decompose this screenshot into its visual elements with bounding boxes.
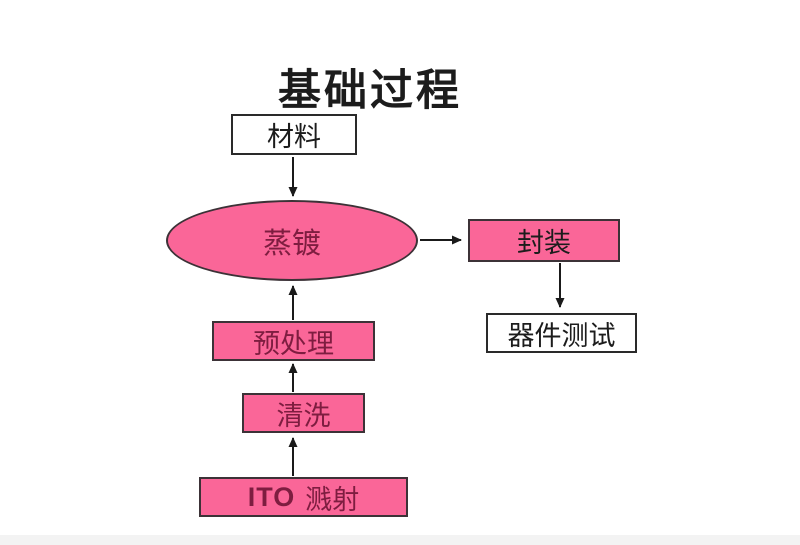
node-pretreatment: 预处理 xyxy=(212,321,375,361)
node-pretreatment-label: 预处理 xyxy=(253,328,334,359)
node-evaporation-label: 蒸镀 xyxy=(262,227,321,260)
diagram-title: 基础过程 xyxy=(278,68,462,115)
node-cleaning-label: 清洗 xyxy=(276,400,331,431)
node-cleaning: 清洗 xyxy=(242,393,365,433)
node-encapsulation: 封装 xyxy=(468,219,620,262)
node-device-test: 器件测试 xyxy=(486,313,637,353)
node-evaporation: 蒸镀 xyxy=(166,200,418,281)
node-ito-sputtering-label-latin: ITO xyxy=(247,481,296,512)
node-ito-sputtering: ITO 溅射 xyxy=(199,477,408,517)
node-material-label: 材料 xyxy=(267,122,321,152)
node-device-test-label: 器件测试 xyxy=(507,320,616,351)
node-encapsulation-label: 封装 xyxy=(517,228,571,258)
node-ito-sputtering-label-cjk: 溅射 xyxy=(305,484,360,515)
bottom-edge-shade xyxy=(0,535,800,545)
node-material: 材料 xyxy=(231,114,357,155)
